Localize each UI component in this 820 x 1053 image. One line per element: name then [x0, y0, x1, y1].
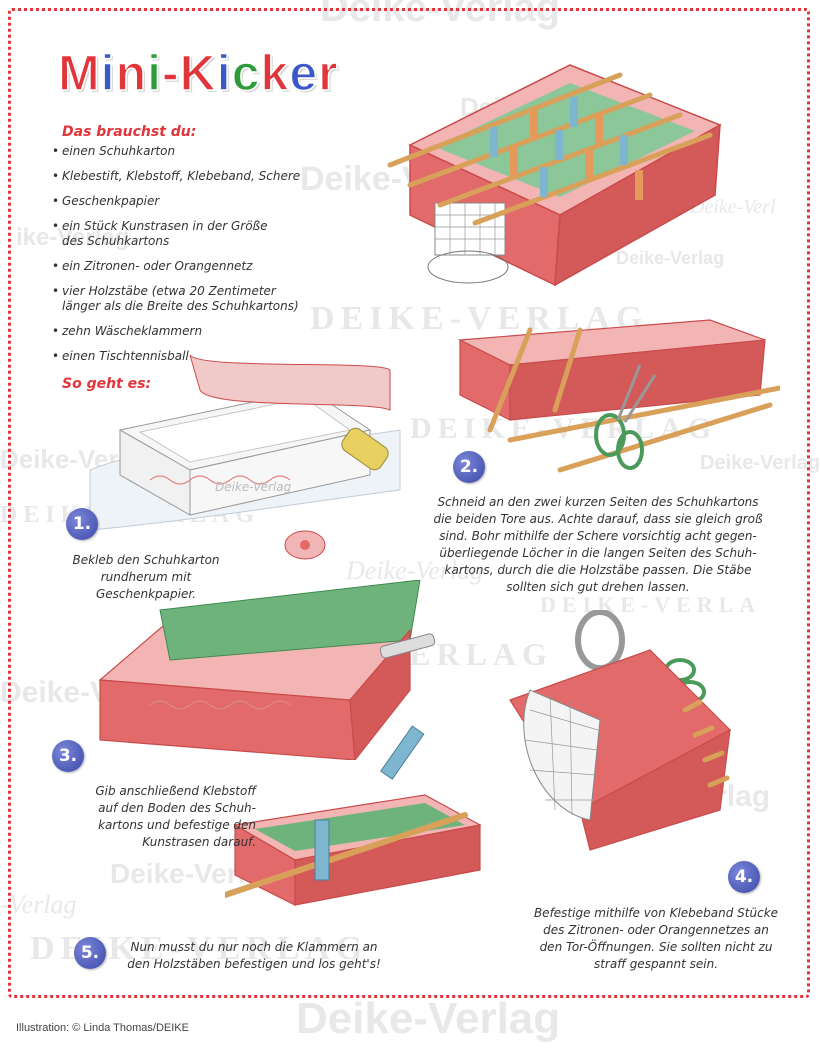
step-3-text: Gib anschließend Klebstoff auf den Boden…	[95, 784, 256, 849]
title-letter: i	[100, 44, 116, 102]
title-letter: r	[317, 44, 339, 102]
title-letter: e	[289, 44, 319, 102]
materials-list-item: ein Zitronen- oder Orangennetz	[52, 259, 342, 274]
materials-list-item: Geschenkpapier	[52, 194, 342, 209]
step3-box-turf-illustration	[98, 580, 436, 760]
materials-list-item: einen Schuhkarton	[52, 144, 342, 159]
watermark-text: Deike-Verlag	[296, 994, 561, 1043]
materials-list-item: einen Tischtennisball	[52, 349, 342, 364]
step-4-text: Befestige mithilfe von Klebeband Stücke …	[533, 906, 779, 971]
title-letter: i	[146, 44, 163, 102]
title-letter: n	[115, 44, 148, 102]
title-letter: i	[216, 44, 232, 102]
kicker-finished-illustration	[387, 64, 722, 287]
materials-list-item: ein Stück Kunstrasen in der Größe des Sc…	[52, 219, 342, 249]
dotted-border	[8, 8, 810, 998]
step5-box-clips-illustration	[225, 725, 482, 906]
title-letter: -	[161, 44, 180, 102]
step-3-badge: 3.	[52, 740, 84, 772]
materials-list-item: Klebestift, Klebstoff, Klebeband, Schere	[52, 169, 342, 184]
illustration-caption-label: Deike-Verlag	[215, 480, 292, 494]
step2-box-scissors-illustration	[457, 319, 780, 473]
step-5-text: Nun musst du nur noch die Klammern an de…	[127, 940, 381, 971]
title-letter: M	[57, 44, 101, 102]
materials-list-item: vier Holzstäbe (etwa 20 Zentimeter länge…	[52, 284, 342, 314]
step1-box-wrapping-illustration	[89, 354, 401, 560]
instructions-heading: So geht es:	[62, 376, 152, 392]
step-4-badge: 4.	[728, 861, 760, 893]
materials-list: einen SchuhkartonKlebestift, Klebstoff, …	[52, 144, 342, 374]
illustration-credit: Illustration: © Linda Thomas/DEIKE	[16, 1022, 189, 1034]
step-2-badge: 2.	[453, 451, 485, 483]
page-title: Mini-Kicker	[57, 44, 339, 102]
step-1-badge: 1.	[66, 508, 98, 540]
step-1-text: Bekleb den Schuhkarton rundherum mit Ges…	[72, 553, 220, 601]
step-2-text: Schneid an den zwei kurzen Seiten des Sc…	[433, 495, 763, 594]
step4-net-illustration	[509, 610, 731, 851]
materials-heading: Das brauchst du:	[62, 124, 197, 140]
title-letter: c	[231, 44, 261, 102]
step-5-badge: 5.	[74, 937, 106, 969]
title-letter: k	[260, 44, 290, 102]
materials-list-item: zehn Wäscheklammern	[52, 324, 342, 339]
title-letter: K	[179, 44, 217, 102]
